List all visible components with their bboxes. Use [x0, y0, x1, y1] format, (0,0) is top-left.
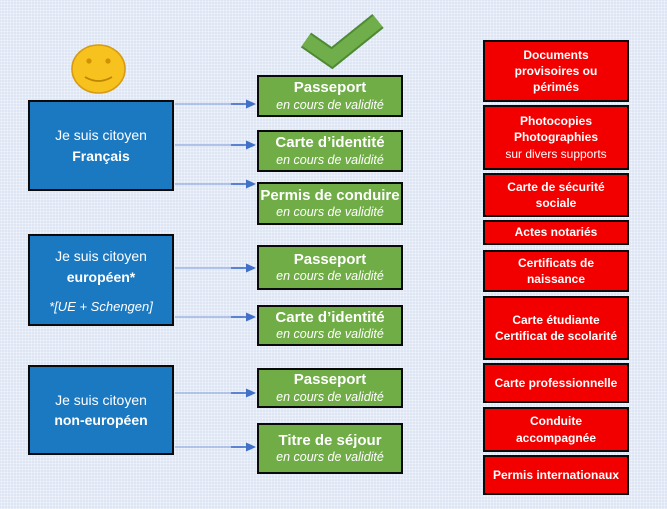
arrow	[175, 388, 256, 398]
citizen-type: européen*	[66, 268, 136, 285]
smiley-face-icon	[71, 44, 126, 94]
citizen-line: Je suis citoyen	[55, 127, 147, 144]
valid-document-box: Passeport en cours de validité	[257, 245, 403, 290]
invalid-doc-label: Certificats de naissance	[517, 255, 595, 286]
valid-doc-title: Permis de conduire	[260, 186, 400, 204]
citizen-box-francais: Je suis citoyen Français	[28, 100, 174, 191]
valid-doc-title: Passeport	[293, 250, 367, 268]
valid-doc-subtitle: en cours de validité	[276, 152, 384, 167]
valid-doc-subtitle: en cours de validité	[276, 389, 384, 404]
invalid-doc-label: Carte étudiante Certificat de scolarité	[494, 312, 618, 343]
invalid-doc-label: Permis internationaux	[492, 467, 620, 482]
invalid-doc-sublabel: sur divers supports	[505, 146, 607, 161]
invalid-doc-label: Actes notariés	[514, 225, 598, 240]
invalid-document-box: Conduite accompagnée	[483, 407, 629, 452]
valid-doc-title: Passeport	[293, 79, 367, 97]
citizen-line: Je suis citoyen	[55, 248, 147, 265]
invalid-document-box: Actes notariés	[483, 220, 629, 245]
arrow	[175, 179, 256, 189]
valid-document-box: Permis de conduire en cours de validité	[257, 182, 403, 225]
invalid-document-box: Carte étudiante Certificat de scolarité	[483, 296, 629, 360]
arrow	[175, 99, 256, 109]
invalid-doc-label: Photocopies Photographies	[513, 114, 598, 145]
arrow	[175, 140, 256, 150]
invalid-document-box: Photocopies Photographies sur divers sup…	[483, 105, 629, 170]
citizen-box-europeen: Je suis citoyen européen* *[UE + Schenge…	[28, 234, 174, 326]
invalid-doc-label: Carte professionnelle	[494, 375, 618, 390]
valid-doc-title: Passeport	[293, 371, 367, 389]
arrow	[175, 442, 256, 452]
invalid-doc-label: Carte de sécurité sociale	[507, 179, 605, 210]
valid-doc-subtitle: en cours de validité	[276, 327, 384, 342]
invalid-doc-label: Documents provisoires ou périmés	[514, 47, 598, 95]
arrow	[175, 263, 256, 273]
valid-doc-subtitle: en cours de validité	[276, 450, 384, 465]
invalid-document-box: Carte professionnelle	[483, 363, 629, 403]
invalid-document-box: Carte de sécurité sociale	[483, 173, 629, 217]
valid-doc-subtitle: en cours de validité	[276, 97, 384, 112]
valid-document-box: Titre de séjour en cours de validité	[257, 423, 403, 474]
invalid-document-box: Documents provisoires ou périmés	[483, 40, 629, 102]
citizen-note: *[UE + Schengen]	[49, 298, 153, 314]
valid-document-box: Passeport en cours de validité	[257, 368, 403, 408]
valid-doc-title: Carte d’identité	[275, 308, 385, 326]
valid-doc-subtitle: en cours de validité	[276, 269, 384, 284]
citizen-box-non-europeen: Je suis citoyen non-européen	[28, 365, 174, 455]
valid-document-box: Passeport en cours de validité	[257, 75, 403, 117]
citizen-type: Français	[72, 147, 130, 164]
checkmark-icon	[300, 13, 384, 70]
valid-doc-title: Carte d’identité	[275, 134, 385, 152]
invalid-document-box: Certificats de naissance	[483, 250, 629, 292]
valid-document-box: Carte d’identité en cours de validité	[257, 305, 403, 346]
valid-doc-subtitle: en cours de validité	[276, 205, 384, 220]
citizen-line: Je suis citoyen	[55, 391, 147, 408]
valid-document-box: Carte d’identité en cours de validité	[257, 130, 403, 172]
arrow	[175, 312, 256, 322]
citizen-type: non-européen	[54, 412, 148, 428]
valid-doc-title: Titre de séjour	[278, 431, 382, 449]
invalid-document-box: Permis internationaux	[483, 455, 629, 495]
invalid-doc-label: Conduite accompagnée	[515, 414, 597, 445]
